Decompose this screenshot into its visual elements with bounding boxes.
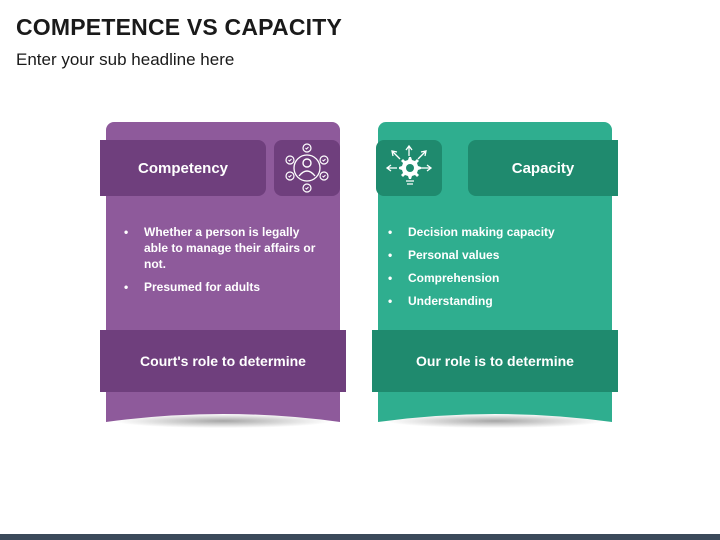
competency-footer-text: Court's role to determine <box>140 353 306 369</box>
list-item: Presumed for adults <box>120 279 320 295</box>
card-curved-bottom <box>378 388 612 424</box>
competency-footer-band: Court's role to determine <box>100 330 346 392</box>
list-item: Decision making capacity <box>384 224 604 240</box>
capacity-footer-text: Our role is to determine <box>416 353 574 369</box>
competency-heading-pill: Competency <box>100 140 266 196</box>
person-network-icon <box>285 143 329 193</box>
list-item: Personal values <box>384 247 604 263</box>
competency-icon-box <box>274 140 340 196</box>
competency-bullet-list: Whether a person is legally able to mana… <box>120 224 320 302</box>
card-curved-bottom <box>106 388 340 424</box>
competency-heading: Competency <box>137 159 229 177</box>
capacity-footer-band: Our role is to determine <box>372 330 618 392</box>
capacity-card: Capacity Decision making capacity Person… <box>372 118 618 428</box>
list-item: Comprehension <box>384 270 604 286</box>
card-shadow <box>388 414 602 428</box>
slide-subtitle: Enter your sub headline here <box>16 50 235 69</box>
capacity-heading: Capacity <box>511 159 575 177</box>
capacity-bullet-list: Decision making capacity Personal values… <box>384 224 604 316</box>
card-shadow <box>116 414 330 428</box>
list-item: Understanding <box>384 293 604 309</box>
gear-head-icon <box>385 144 433 185</box>
capacity-icon-box <box>376 140 442 196</box>
slide-bottom-bar <box>0 534 720 540</box>
slide-title: COMPETENCE VS CAPACITY <box>16 14 343 40</box>
capacity-heading-pill: Capacity <box>468 140 618 196</box>
list-item: Whether a person is legally able to mana… <box>120 224 320 272</box>
competency-card: Competency Whether a person is legally a… <box>100 118 346 428</box>
